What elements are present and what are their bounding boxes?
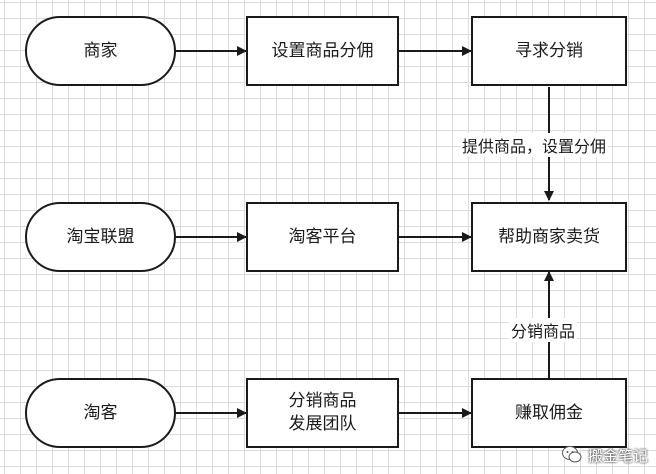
node-distribute-build-team: 分销商品 发展团队 [246,378,399,448]
watermark: 搬金笔记 [561,444,648,466]
edge-label-provide-goods: 提供商品，设置分佣 [460,133,609,157]
node-earn-commission: 赚取佣金 [471,378,627,448]
node-help-merchant-sell: 帮助商家卖货 [471,202,627,272]
node-taobao-alliance: 淘宝联盟 [25,202,176,272]
watermark-text: 搬金笔记 [587,446,648,465]
node-set-commission: 设置商品分佣 [246,16,399,86]
node-taoke: 淘客 [25,378,176,448]
node-seek-distribution: 寻求分销 [471,16,627,86]
edge-label-distribute-goods: 分销商品 [509,318,578,342]
node-taoke-platform: 淘客平台 [246,202,399,272]
node-merchant: 商家 [25,16,176,86]
wechat-icon [561,444,583,466]
